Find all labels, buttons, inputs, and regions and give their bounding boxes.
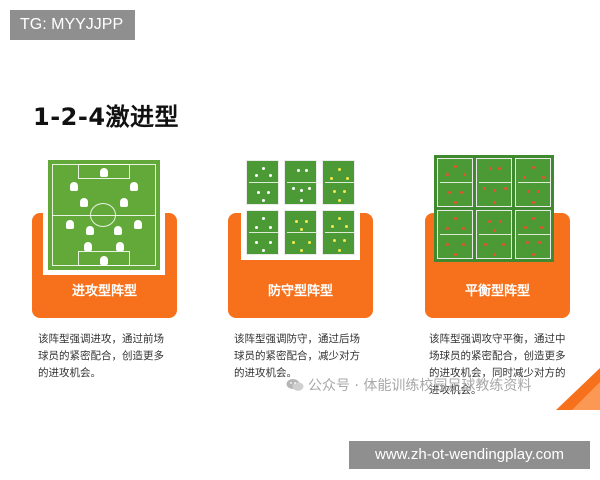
card-label: 进攻型阵型	[71, 284, 137, 299]
formation-card-defense[interactable]: 防守型阵型 该阵型强调防守，通过后场球员的紧密配合，减少对方的进攻机会。	[228, 155, 373, 379]
card-description: 该阵型强调进攻，通过前场球员的紧密配合，创造更多的进攻机会。	[38, 333, 164, 379]
formation-card-balance[interactable]: 平衡型阵型 该阵型强调攻守平衡，通过中场球员的紧密配合，创造更多的进攻机会，同时…	[425, 155, 570, 396]
mini-pitch	[476, 158, 512, 207]
watermark: 公众号 · 体能训练校园足球教练资料	[286, 375, 531, 395]
wechat-icon	[286, 379, 304, 391]
watermark-text: 公众号 · 体能训练校园足球教练资料	[308, 378, 532, 394]
pitch-grid-defense	[246, 160, 355, 255]
formation-card-attack[interactable]: 进攻型阵型 该阵型强调进攻，通过前场球员的紧密配合，创造更多的进攻机会。	[32, 155, 177, 379]
pitch-diagram-attack	[48, 160, 160, 270]
mini-pitch	[246, 160, 279, 205]
mini-pitch	[246, 210, 279, 255]
card-description: 该阵型强调防守，通过后场球员的紧密配合，减少对方的进攻机会。	[234, 333, 360, 379]
mini-pitch	[284, 160, 317, 205]
mini-pitch	[437, 158, 473, 207]
mini-pitch	[437, 210, 473, 259]
pitch-frame	[43, 155, 165, 275]
corner-decoration	[556, 368, 600, 410]
card-label: 防守型阵型	[267, 284, 333, 299]
card-label: 平衡型阵型	[464, 284, 530, 299]
pitch-frame	[434, 155, 554, 262]
mini-pitch	[322, 210, 355, 255]
pitch-grid-balance	[437, 158, 551, 259]
page-title: 1-2-4激进型	[33, 103, 180, 131]
mini-pitch	[515, 158, 551, 207]
pitch-frame	[241, 155, 360, 260]
mini-pitch	[284, 210, 317, 255]
mini-pitch	[476, 210, 512, 259]
tg-tag-badge: TG: MYYJJPP	[10, 10, 135, 40]
url-banner[interactable]: www.zh-ot-wendingplay.com	[349, 441, 590, 469]
mini-pitch	[515, 210, 551, 259]
card-description: 该阵型强调攻守平衡，通过中场球员的紧密配合，创造更多的进攻机会，同时减少对方的进…	[429, 333, 566, 396]
mini-pitch	[322, 160, 355, 205]
